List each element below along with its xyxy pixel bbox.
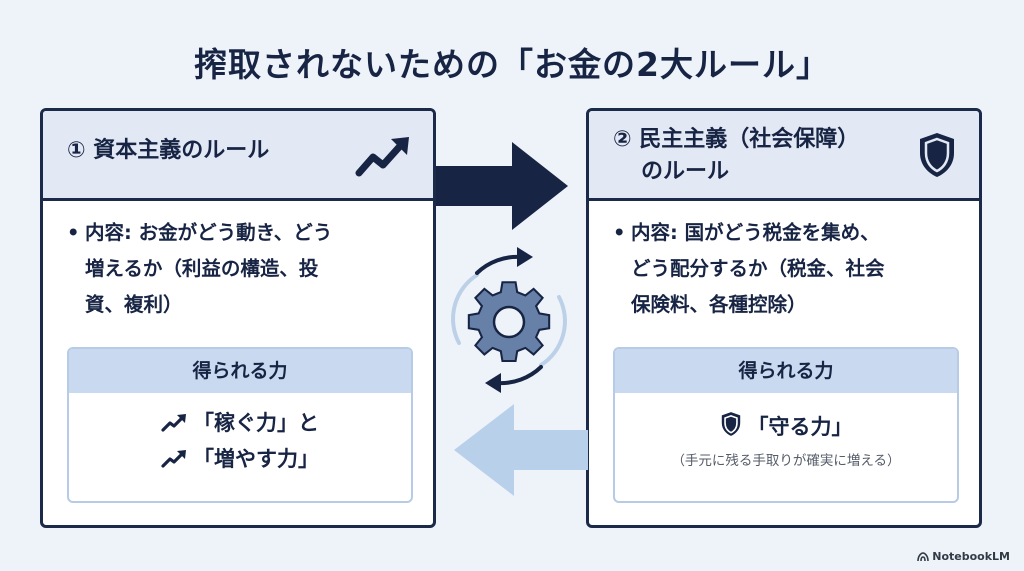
notebooklm-logo-icon (917, 552, 930, 562)
capitalism-content: •内容: お金がどう動き、どう 増えるか（利益の構造、投 資、複利） (67, 221, 333, 316)
trend-up-icon (161, 414, 186, 432)
capitalism-heading: ① 資本主義のルール (67, 138, 270, 163)
capitalism-card-header: ① 資本主義のルール (43, 111, 433, 201)
growing-power: 「増やす力」 (69, 441, 411, 477)
democracy-content-line: 保険料、各種控除） (631, 293, 807, 316)
right-arrow-icon (436, 142, 568, 230)
trend-up-icon (161, 450, 186, 468)
capitalism-content-line: 資、複利） (85, 293, 183, 316)
capitalism-gain-box: 得られる力 「稼ぐ力」と 「増やす力」 (67, 347, 413, 503)
democracy-card-header: ② 民主主義（社会保障） のルール (589, 111, 979, 201)
capitalism-gain-title: 得られる力 (69, 349, 411, 393)
democracy-content-line: どう配分するか（税金、社会 (631, 257, 885, 280)
capitalism-content-line: 内容: お金がどう動き、どう (85, 221, 333, 244)
capitalism-content-line: 増えるか（利益の構造、投 (85, 257, 319, 280)
shield-icon (721, 412, 740, 436)
left-arrow-icon (454, 404, 588, 496)
page-title: 搾取されないための「お金の2大ルール」 (194, 45, 830, 84)
democracy-gain-box: 得られる力 「守る力」 （手元に残る手取りが確実に増える） (613, 347, 959, 503)
notebooklm-watermark: NotebookLM (917, 550, 1010, 563)
take-home-note: （手元に残る手取りが確実に増える） (671, 453, 901, 469)
democracy-content-line: 内容: 国がどう税金を集め、 (631, 221, 880, 244)
earning-power: 「稼ぐ力」と (69, 405, 411, 441)
trend-up-icon (355, 137, 409, 177)
gear-cycle-icon (451, 247, 567, 393)
democracy-gain-title: 得られる力 (615, 349, 957, 393)
democracy-content: •内容: 国がどう税金を集め、 どう配分するか（税金、社会 保険料、各種控除） (613, 221, 885, 316)
shield-icon (920, 133, 954, 177)
democracy-heading: ② 民主主義（社会保障） のルール (613, 127, 860, 184)
democracy-card: ② 民主主義（社会保障） のルール •内容: 国がどう税金を集め、 どう配分する… (586, 108, 982, 528)
capitalism-card: ① 資本主義のルール •内容: お金がどう動き、どう 増えるか（利益の構造、投 … (40, 108, 436, 528)
protecting-power: 「守る力」 (615, 409, 957, 445)
